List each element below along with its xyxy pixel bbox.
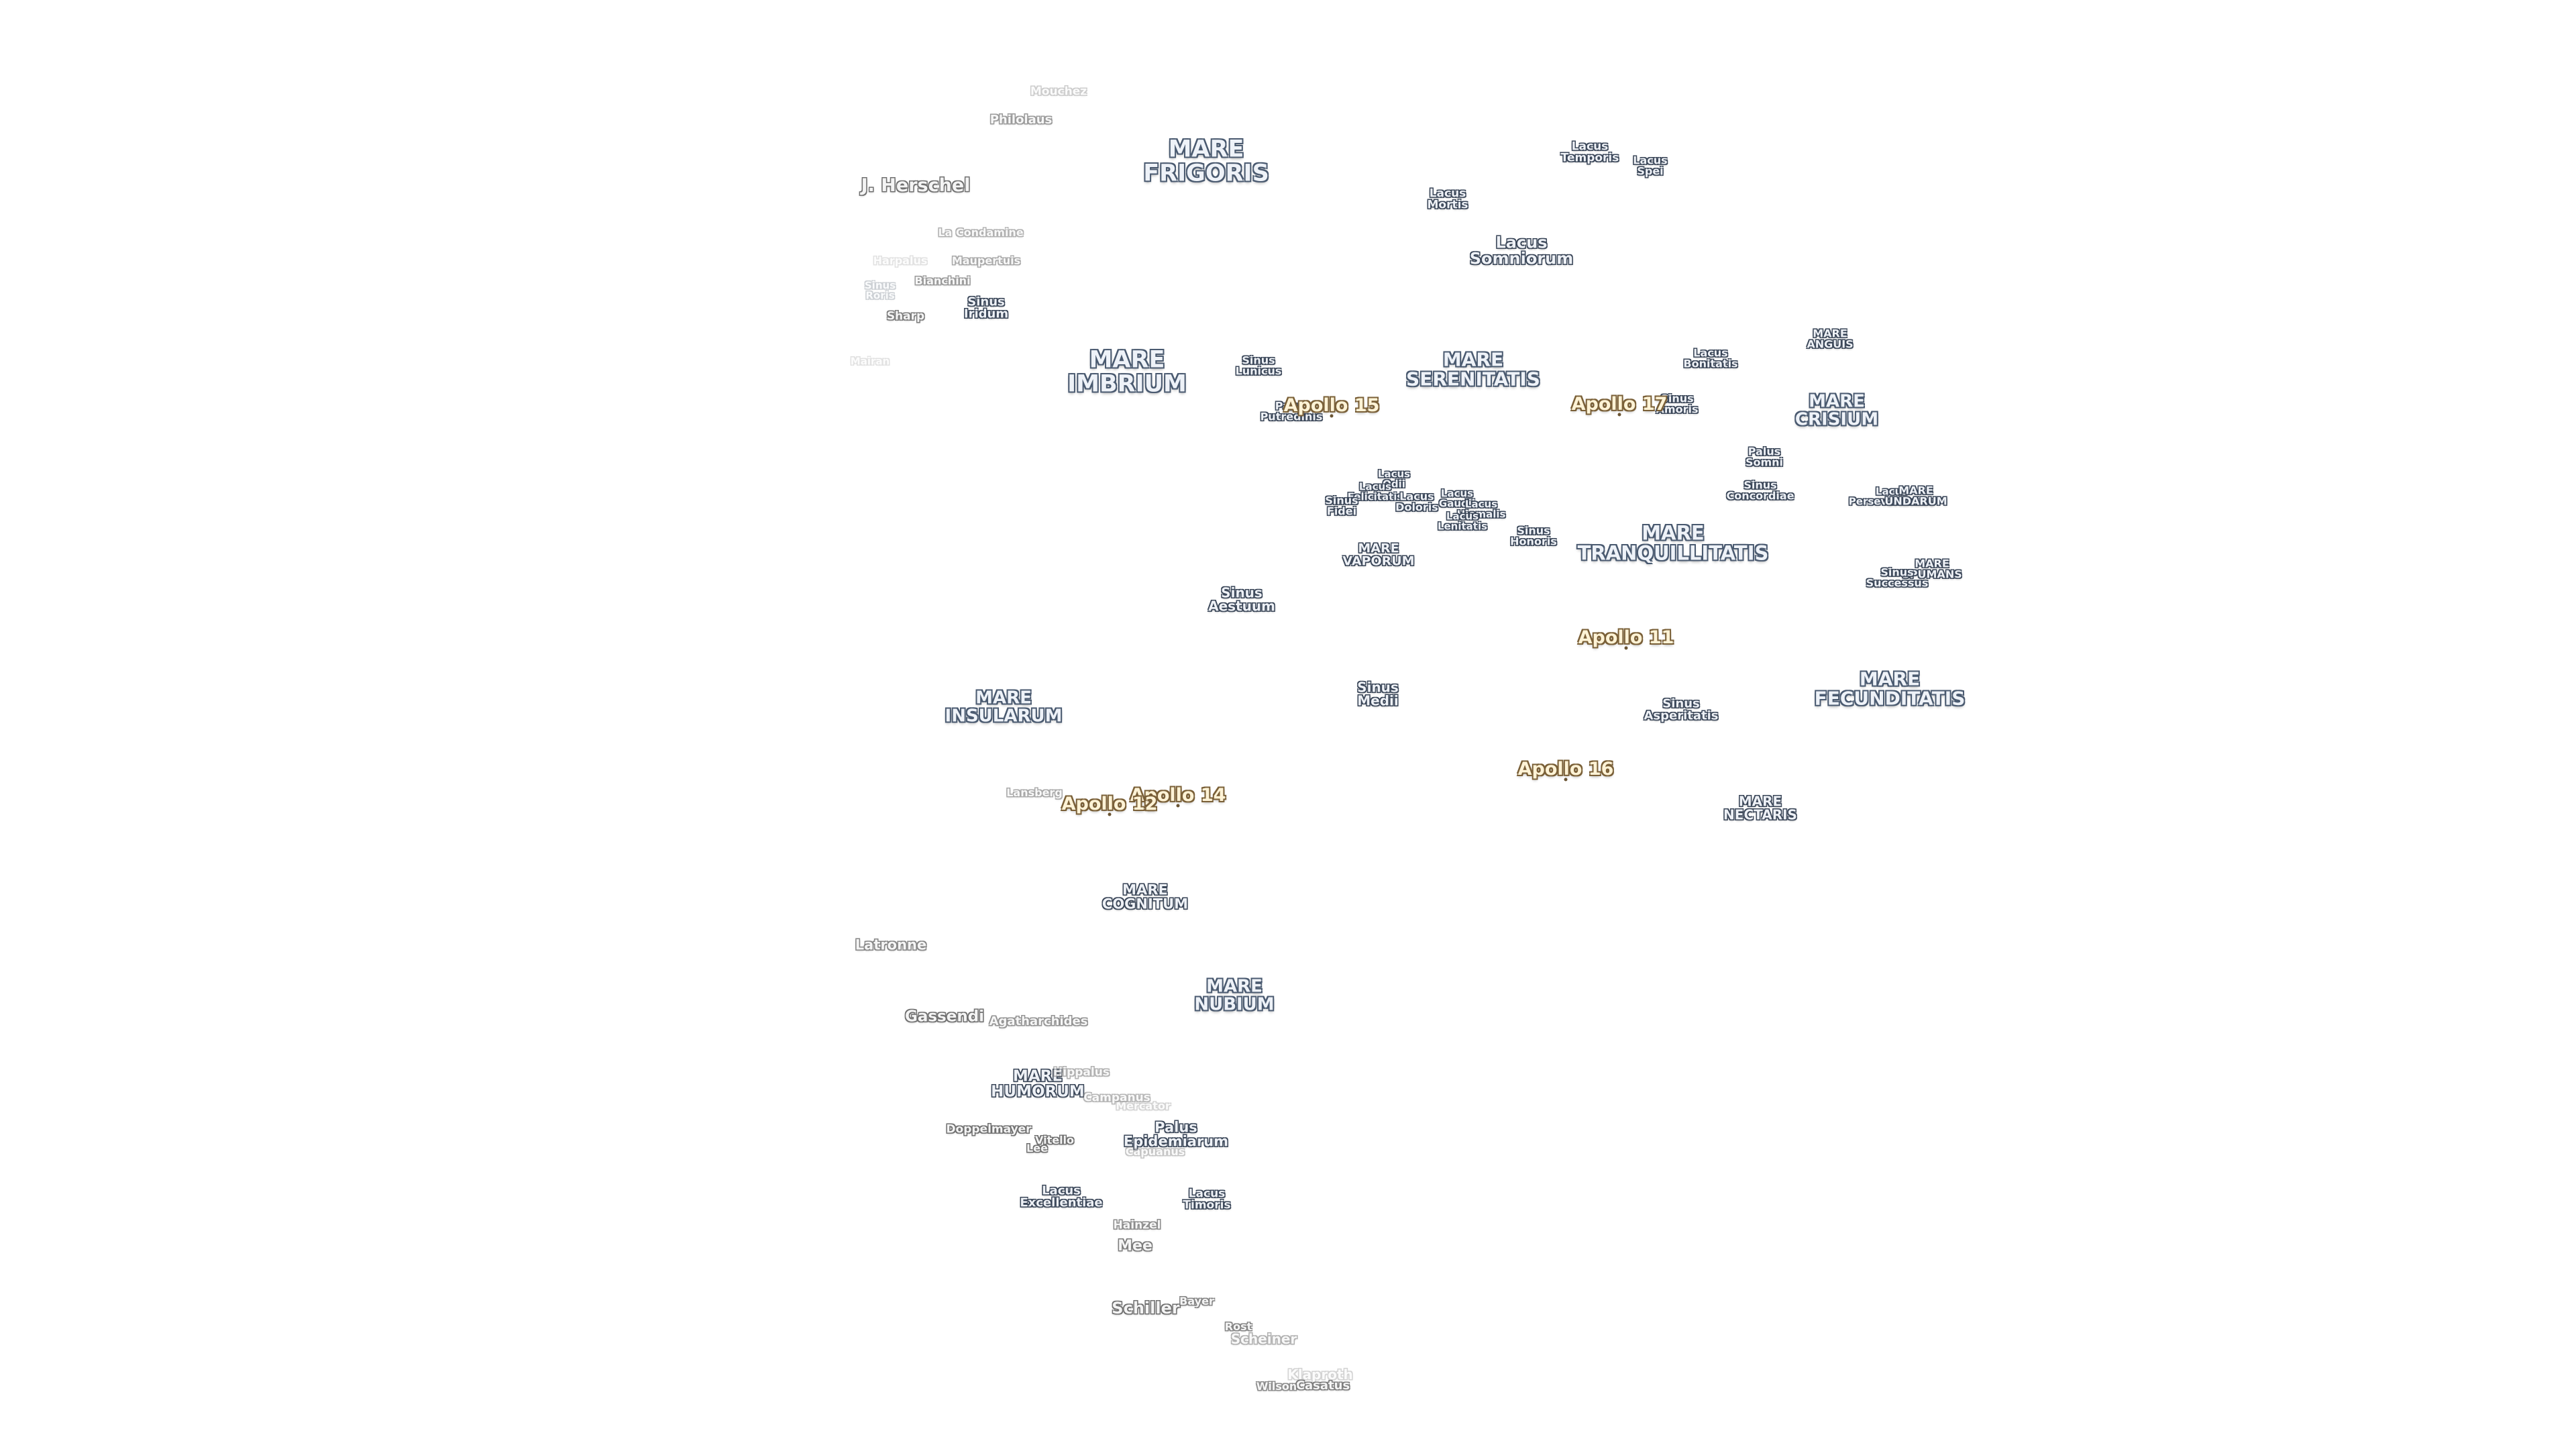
label-apollo-17: Apollo 17: [1571, 394, 1668, 415]
apollo-15-landing-site-marker: [1330, 414, 1334, 418]
label-apollo-14: Apollo 14: [1130, 785, 1226, 806]
label-mare-undarum: MARE UNDARUM: [1884, 484, 1947, 508]
label-lacus-excellentiae: Lacus Excellentiae: [1020, 1183, 1103, 1210]
label-lacus-somniorum: Lacus Somniorum: [1469, 233, 1574, 268]
label-mare-spumans: MARE SPUMANS: [1902, 557, 1962, 581]
label-lacus-perseverantiae: Lacus Perseverantiae: [1848, 485, 1935, 508]
label-sinus-asperitatis: Sinus Asperitatis: [1644, 696, 1719, 723]
apollo-16-landing-site-marker: [1564, 777, 1568, 782]
label-schiller: Schiller: [1112, 1298, 1180, 1318]
label-mare-nubium: MARE NUBIUM: [1194, 976, 1275, 1014]
label-lacus-lenitatis: Lacus Lenitatis: [1437, 510, 1488, 533]
label-mare-crisium: MARE CRISIUM: [1794, 391, 1879, 429]
label-mouchez: Mouchez: [1030, 85, 1087, 99]
label-casatus: Casatus: [1295, 1378, 1350, 1393]
label-agatharchides: Agatharchides: [989, 1014, 1088, 1028]
label-sinus-amoris: Sinus Amoris: [1656, 392, 1699, 416]
apollo-14-landing-site-marker: [1176, 804, 1180, 808]
label-apollo-15: Apollo 15: [1283, 395, 1380, 417]
label-gassendi: Gassendi: [904, 1008, 985, 1026]
apollo-17-landing-site-marker: [1617, 413, 1621, 417]
label-sinus-lunicus: Sinus Lunicus: [1235, 354, 1282, 378]
label-sinus-aestuum: Sinus Aestuum: [1208, 584, 1275, 614]
label-sinus-honoris: Sinus Honoris: [1510, 524, 1557, 548]
label-mercator: Mercator: [1116, 1099, 1171, 1112]
label-scheiner: Scheiner: [1230, 1330, 1297, 1347]
label-lee: Lee: [1026, 1141, 1048, 1155]
label-hippalus: Hippalus: [1053, 1065, 1110, 1079]
label-doppelmayer: Doppelmayer: [946, 1122, 1032, 1136]
label-mare-fecunditatis: MARE FECUNDITATIS: [1814, 667, 1966, 709]
label-capuanus: Capuanus: [1125, 1144, 1185, 1158]
label-palus-somni: Palus Somni: [1745, 445, 1784, 469]
label-lacus-mortis: Lacus Mortis: [1427, 186, 1468, 212]
label-mairan: Mairan: [850, 355, 890, 368]
label-latronne: Latronne: [855, 936, 927, 953]
label-palus-putredinis: Palus Putredinis: [1260, 399, 1323, 423]
label-mare-imbrium: MARE IMBRIUM: [1067, 346, 1187, 397]
label-apollo-11: Apollo 11: [1578, 627, 1674, 649]
label-j-herschel: J. Herschel: [861, 175, 971, 197]
label-sinus-roris: Sinus Roris: [864, 279, 896, 302]
apollo-11-landing-site-marker: [1624, 646, 1628, 650]
label-lacus-temporis: Lacus Temporis: [1560, 140, 1619, 165]
label-lacus-gaudii: Lacus Gaudii: [1438, 487, 1476, 510]
label-lacus-doloris: Lacus Doloris: [1395, 490, 1438, 514]
label-mare-cognitum: MARE COGNITUM: [1102, 881, 1189, 912]
label-palus-epidemiarum: Palus Epidemiarum: [1123, 1119, 1229, 1150]
label-mare-humorum: MARE HUMORUM: [991, 1067, 1085, 1101]
label-klaproth: Klaproth: [1287, 1366, 1353, 1383]
label-sinus-fidei: Sinus Fidei: [1325, 494, 1358, 518]
label-sharp: Sharp: [886, 309, 925, 323]
label-sinus-successus: Sinus Successus: [1866, 566, 1929, 590]
label-sinus-iridum: Sinus Iridum: [963, 294, 1009, 321]
label-campanus: Campanus: [1083, 1091, 1150, 1105]
label-la-condamine: La Condamine: [938, 225, 1024, 239]
label-mare-tranquillitatis: MARE TRANQUILLITATIS: [1577, 521, 1769, 564]
label-lacus-timoris: Lacus Timoris: [1183, 1187, 1231, 1212]
label-bayer: Bayer: [1179, 1294, 1214, 1307]
label-philolaus: Philolaus: [989, 112, 1053, 127]
label-vitello: Vitello: [1034, 1133, 1075, 1146]
label-mare-insularum: MARE INSULARUM: [945, 688, 1063, 726]
label-lacus-felicitatis: Lacus Felicitatis: [1347, 480, 1403, 503]
label-mare-anguis: MARE ANGUIS: [1807, 327, 1854, 351]
apollo-12-landing-site-marker: [1108, 812, 1112, 816]
label-mee: Mee: [1118, 1237, 1152, 1254]
label-hainzel: Hainzel: [1113, 1218, 1161, 1232]
label-mare-nectaris: MARE NECTARIS: [1723, 793, 1797, 823]
label-lacus-bonitatis: Lacus Bonitatis: [1683, 346, 1738, 370]
label-maupertuis: Maupertuis: [951, 254, 1021, 267]
label-mare-serenitatis: MARE SERENITATIS: [1406, 348, 1540, 390]
label-apollo-12: Apollo 12: [1061, 794, 1158, 815]
label-lacus-hiemalis: Lacus Hiemalis: [1456, 498, 1506, 521]
label-sinus-concordiae: Sinus Concordiae: [1726, 478, 1794, 502]
label-lacus-odii: Lacus Odii: [1377, 468, 1411, 490]
label-mare-vaporum: MARE VAPORUM: [1342, 541, 1415, 569]
label-apollo-16: Apollo 16: [1517, 759, 1614, 780]
label-harpalus: Harpalus: [873, 254, 928, 267]
label-mare-frigoris: MARE FRIGORIS: [1143, 136, 1269, 186]
label-rost: Rost: [1224, 1320, 1252, 1333]
label-bianchini: Bianchini: [914, 274, 971, 287]
label-sinus-medii: Sinus Medii: [1357, 679, 1399, 709]
label-lansberg: Lansberg: [1006, 786, 1063, 799]
label-wilson: Wilson: [1256, 1379, 1297, 1393]
label-lacus-spei: Lacus Spei: [1633, 154, 1668, 178]
